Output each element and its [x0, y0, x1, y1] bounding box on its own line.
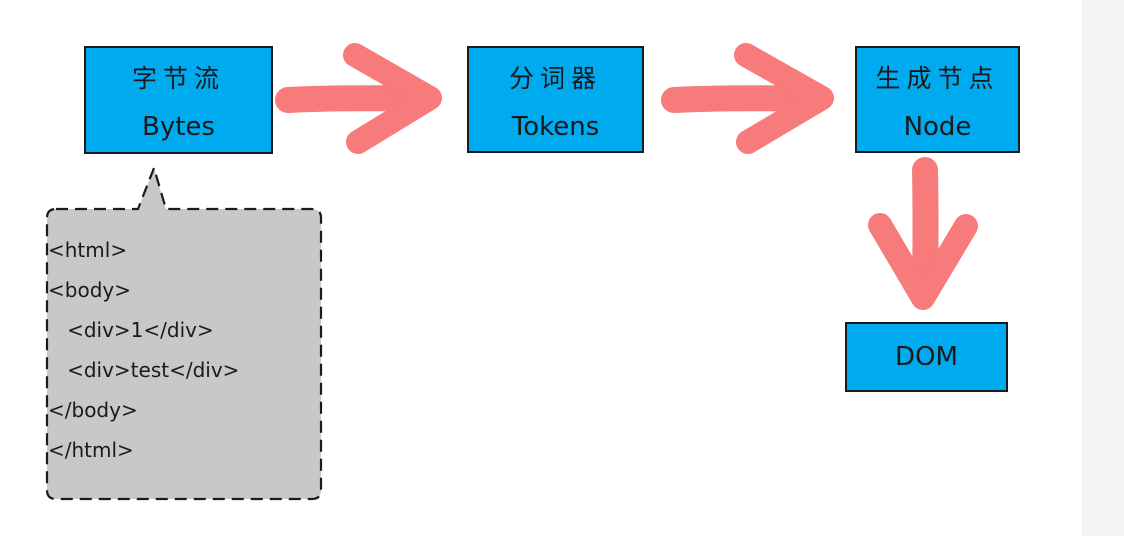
- tokenizer-title: 分词器: [508, 64, 602, 93]
- tokenizer-box: 分词器 Tokens: [467, 46, 644, 153]
- bytes-title: 字节流: [131, 64, 225, 93]
- bytes-box: 字节流 Bytes: [84, 46, 273, 154]
- node-title: 生成节点: [875, 64, 1000, 93]
- arrow-bytes-to-tokens-head: [343, 43, 442, 154]
- node-subtitle: Node: [903, 112, 972, 142]
- bytes-subtitle: Bytes: [142, 112, 215, 142]
- code-line: <html>: [48, 238, 128, 262]
- tokenizer-subtitle: Tokens: [511, 112, 600, 142]
- right-edge-strip: [1082, 0, 1124, 536]
- code-line: <div>test</div>: [48, 358, 240, 382]
- dom-label: DOM: [895, 342, 958, 372]
- arrow-tokens-to-node-head: [734, 43, 834, 154]
- arrow-node-to-dom-head: [868, 213, 978, 310]
- code-line: </html>: [48, 438, 134, 462]
- code-line: </body>: [48, 398, 138, 422]
- node-box: 生成节点 Node: [855, 46, 1020, 153]
- dom-box: DOM: [845, 322, 1008, 392]
- code-line: <body>: [48, 278, 131, 302]
- code-line: <div>1</div>: [48, 318, 214, 342]
